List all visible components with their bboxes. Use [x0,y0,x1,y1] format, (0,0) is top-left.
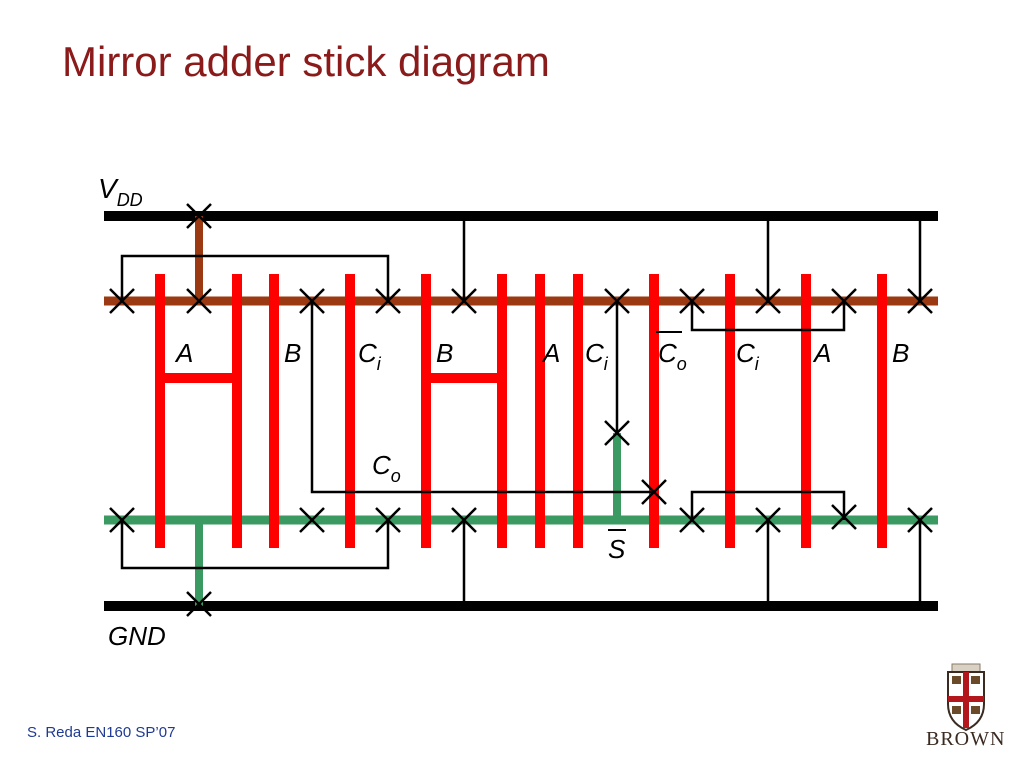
contact-x-icon [186,203,212,229]
gate-label: Ci [358,338,382,374]
vdd-label: VDD [98,173,143,210]
gate-label: B [892,338,909,368]
contact-x-icon [907,288,933,314]
contact-x-icon [604,420,630,446]
brown-logo-text: BROWN [926,728,1006,750]
contact-x-icon [831,288,857,314]
metal-wires [120,216,922,606]
contact-x-icon [907,507,933,533]
gate-labels: A B Ci B A Ci Co Ci A B [174,331,909,374]
gate-label: Ci [585,338,609,374]
metal-wire [120,254,390,301]
contact-x-icon [299,288,325,314]
slide-title: Mirror adder stick diagram [62,38,550,85]
contact-x-icon [451,288,477,314]
sum-bar-label: S [608,534,626,564]
contact-x-icon [109,288,135,314]
contact-x-icon [451,507,477,533]
contact-x-icon [755,507,781,533]
gnd-label: GND [108,621,166,651]
contact-x-icon [186,288,212,314]
contact-x-icon [299,507,325,533]
gate-label: B [284,338,301,368]
co-net-label: Co [372,450,401,486]
contact-x-icon [109,507,135,533]
metal-wire [690,490,846,520]
poly-gates [155,274,887,548]
contact-x-icon [831,504,857,530]
gate-label: A [174,338,193,368]
metal-wire [120,520,390,570]
contacts [109,203,933,617]
contact-x-icon [679,507,705,533]
contact-x-icon [641,479,667,505]
contact-x-icon [375,507,401,533]
gate-label: A [541,338,560,368]
gate-label: A [812,338,831,368]
brown-university-shield-icon [947,663,985,732]
contact-x-icon [604,288,630,314]
metal-wire [690,301,846,332]
metal-wire-co [310,301,654,494]
contact-x-icon [755,288,781,314]
contact-x-icon [679,288,705,314]
footer-credit: S. Reda EN160 SP’07 [27,724,176,741]
gate-label: Ci [736,338,760,374]
contact-x-icon [186,591,212,617]
contact-x-icon [375,288,401,314]
gate-label: B [436,338,453,368]
gate-label: Co [658,338,687,374]
